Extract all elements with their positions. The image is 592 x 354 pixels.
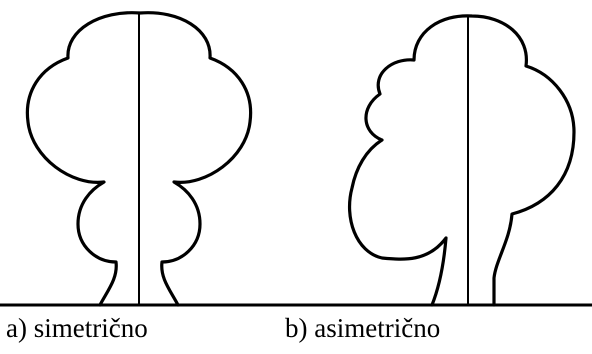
caption-symmetric: a) simetrično [6,313,148,343]
caption-asymmetric: b) asimetrično [285,313,441,343]
asymmetric-tree-outline [347,14,576,307]
symmetric-tree [25,11,253,307]
symmetric-tree-outline [25,11,253,307]
asymmetric-tree [347,14,576,307]
